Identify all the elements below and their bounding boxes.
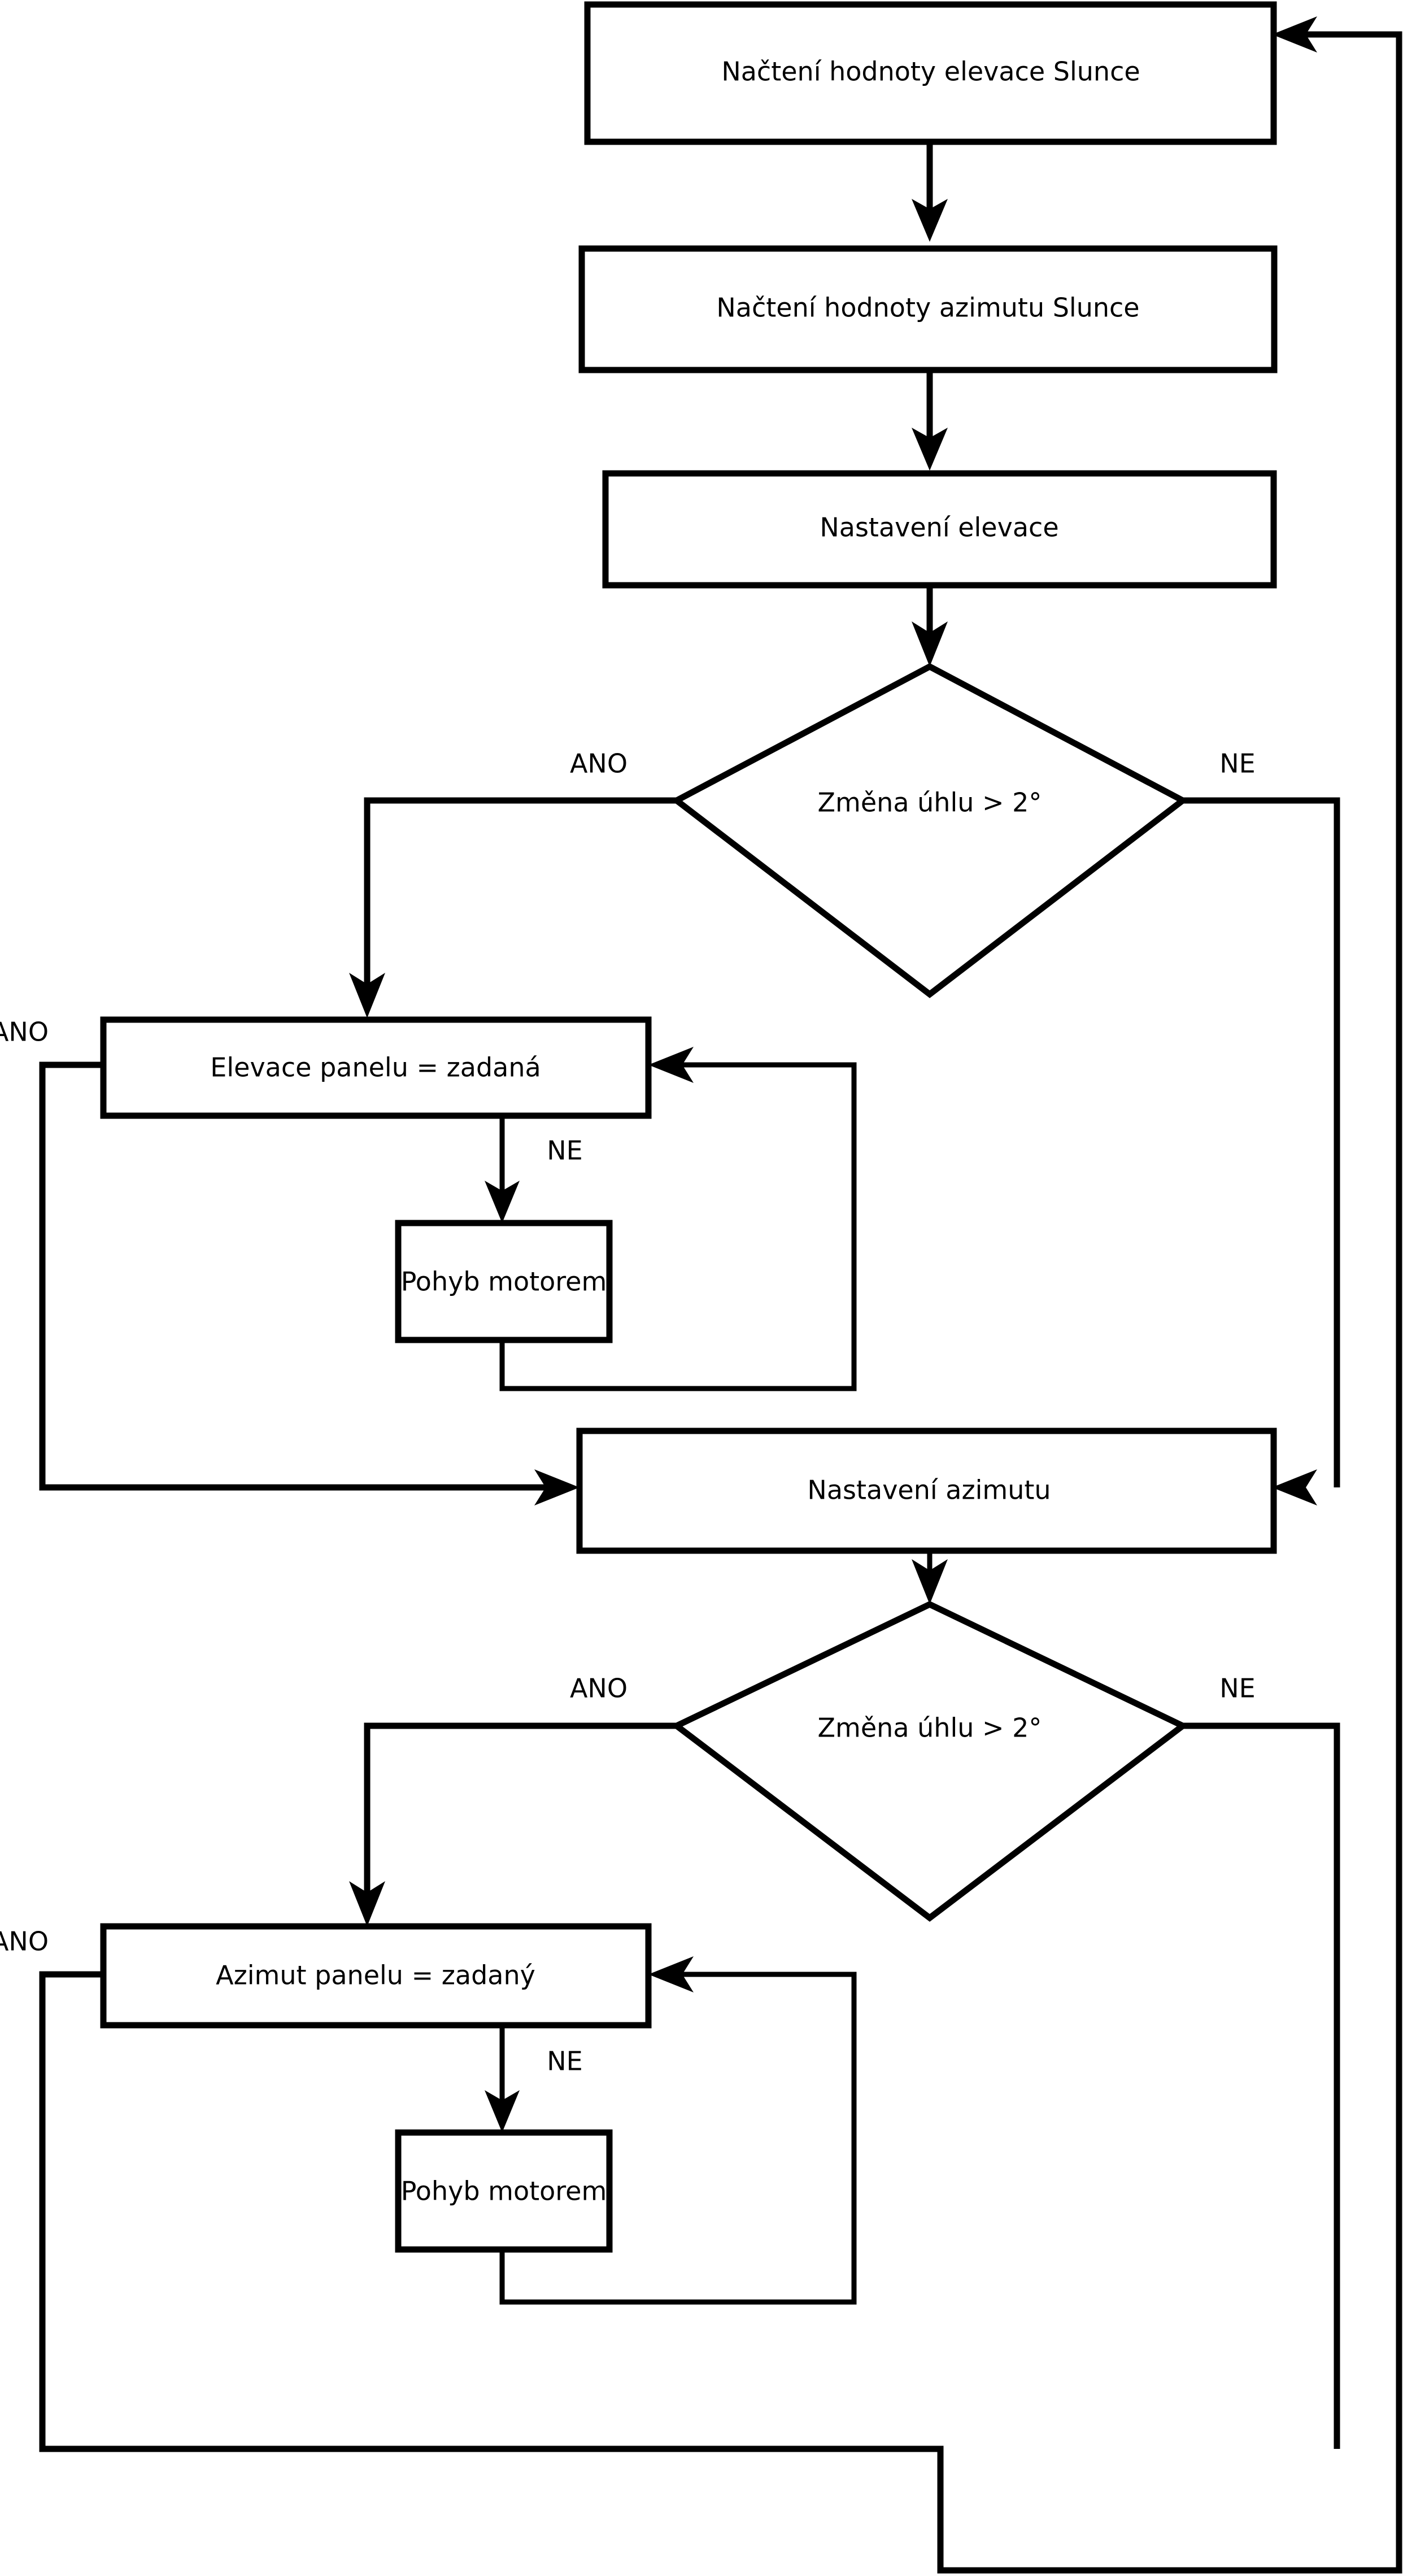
node-read-azimuth-label: Načtení hodnoty azimutu Slunce	[716, 293, 1139, 323]
node-decision-azimuth-label: Změna úhlu > 2°	[818, 1713, 1042, 1743]
node-read-elevation	[584, 1, 1277, 145]
node-panel-elevation-check-label: Elevace panelu = zadaná	[210, 1052, 541, 1083]
arrowhead-decision-azimuth	[912, 1559, 948, 1604]
edge-decision-azimuth-yes	[364, 1722, 677, 1892]
node-set-azimuth	[576, 1428, 1277, 1554]
edge-decision-elevation-no	[1183, 797, 1340, 1487]
edge-panel-azimuth-yes-to-top-loop	[39, 31, 1402, 2574]
arrowhead-motor-move-azimuth	[485, 2090, 520, 2133]
arrowhead-set-elevation	[912, 428, 948, 471]
arrowhead-set-azimuth-left	[534, 1469, 580, 1505]
edge-label-azim-panel-no: NE	[547, 2046, 582, 2077]
arrowhead-decision-elevation	[912, 621, 948, 667]
node-set-elevation-label: Nastavení elevace	[820, 512, 1058, 543]
arrowhead-panel-azimuth-loopback	[648, 1956, 694, 1992]
arrowhead-panel-elevation-loopback	[648, 1047, 694, 1083]
edge-decision-azimuth-no	[1183, 1722, 1340, 2449]
edge-label-elev-panel-no: NE	[547, 1135, 582, 1166]
arrowhead-motor-move-elevation	[485, 1181, 520, 1223]
node-panel-azimuth-check	[100, 1923, 652, 2029]
node-read-azimuth	[578, 245, 1278, 373]
arrowhead-read-azimuth	[912, 199, 948, 242]
arrowhead-set-azimuth-right	[1272, 1469, 1317, 1505]
arrowhead-read-elevation-loopback	[1272, 16, 1317, 53]
arrowhead-panel-elevation-check	[349, 973, 385, 1018]
edge-label-elev-decision-no: NE	[1219, 749, 1255, 779]
edge-label-azim-panel-yes: ANO	[0, 1926, 49, 1957]
node-motor-move-azimuth	[395, 2129, 613, 2253]
edge-decision-elevation-yes	[364, 797, 677, 986]
node-set-azimuth-label: Nastavení azimutu	[807, 1475, 1051, 1505]
node-decision-azimuth	[670, 1600, 1189, 1922]
edge-label-azim-decision-no: NE	[1219, 1673, 1255, 1704]
node-panel-elevation-check	[100, 1016, 652, 1119]
node-set-elevation	[602, 470, 1277, 589]
edge-motor-elevation-loopback	[499, 1062, 857, 1391]
node-decision-elevation-label: Změna úhlu > 2°	[818, 787, 1042, 818]
node-motor-move-elevation-label: Pohyb motorem	[401, 1267, 607, 1297]
edge-panel-elevation-yes	[39, 1061, 548, 1491]
edge-label-elev-panel-yes: ANO	[0, 1017, 49, 1047]
node-decision-elevation	[670, 663, 1189, 998]
node-panel-azimuth-check-label: Azimut panelu = zadaný	[216, 1960, 535, 1991]
arrowhead-panel-azimuth-check	[349, 1881, 385, 1926]
node-motor-move-azimuth-label: Pohyb motorem	[401, 2176, 607, 2207]
edge-label-elev-decision-yes: ANO	[570, 749, 628, 779]
edge-motor-azimuth-loopback	[499, 1972, 857, 2305]
node-read-elevation-label: Načtení hodnoty elevace Slunce	[721, 56, 1140, 87]
edge-label-azim-decision-yes: ANO	[570, 1673, 628, 1704]
node-motor-move-elevation	[395, 1220, 613, 1343]
